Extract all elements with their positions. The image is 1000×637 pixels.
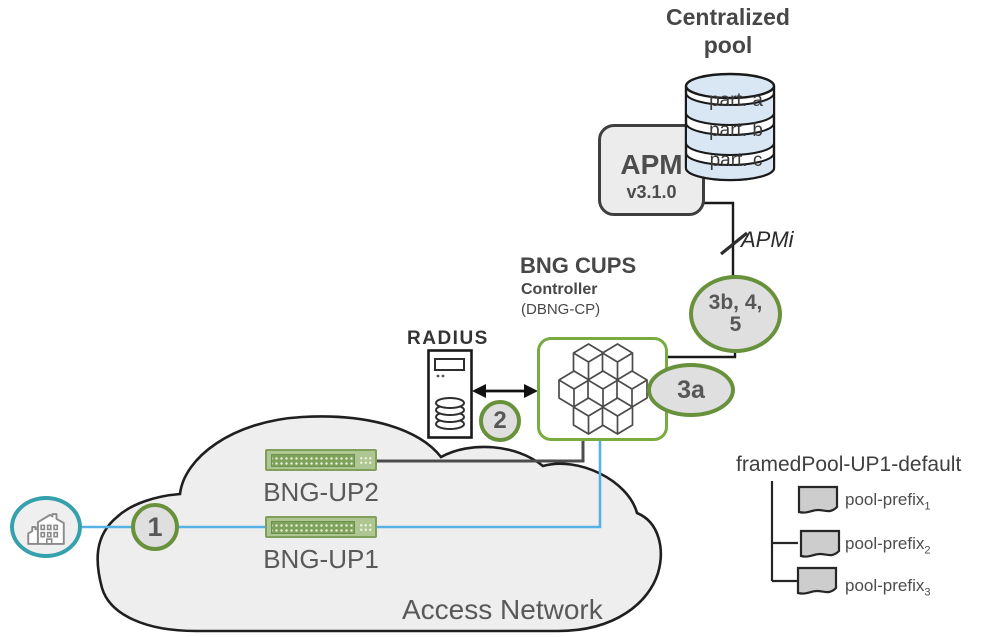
pool-prefix-doc-icon bbox=[796, 566, 838, 595]
controller-title: BNG CUPS bbox=[520, 253, 637, 278]
interface-slash-icon bbox=[719, 231, 749, 256]
building-icon bbox=[27, 513, 65, 545]
switch-uplink-ports bbox=[359, 523, 372, 532]
switch-uplink-ports bbox=[359, 456, 372, 465]
subscriber-session-line bbox=[78, 440, 602, 529]
pool-cylinder-icon bbox=[684, 72, 776, 182]
switch-bng-up2-icon bbox=[265, 449, 377, 471]
step-badge-3b45-label: 3b, 4, 5 bbox=[708, 290, 763, 336]
controller-designation: (DBNG-CP) bbox=[521, 301, 601, 318]
step-badge-1-label: 1 bbox=[147, 511, 163, 542]
pool-prefix-doc-icon bbox=[799, 529, 841, 558]
up2-uplink-line bbox=[374, 440, 585, 463]
step-badge-2: 2 bbox=[479, 400, 521, 442]
bng-up2-label: BNG-UP2 bbox=[263, 477, 379, 507]
step-badge-3a: 3a bbox=[647, 363, 735, 417]
switch-bng-up1-icon bbox=[265, 516, 377, 538]
centralized-pool-title: Centralized pool bbox=[666, 4, 790, 58]
pool-prefix-label: pool-prefix1 bbox=[845, 490, 931, 512]
apm-version: v3.1.0 bbox=[626, 182, 677, 202]
radius-double-arrow-icon bbox=[472, 384, 538, 398]
pool-prefix-label: pool-prefix2 bbox=[845, 534, 931, 556]
step-badge-3b45: 3b, 4, 5 bbox=[689, 275, 782, 353]
apm-interface-line bbox=[704, 201, 735, 277]
apm-name: APM bbox=[620, 149, 683, 180]
cloud-shape bbox=[96, 415, 663, 633]
bng-up1-label: BNG-UP1 bbox=[263, 544, 379, 574]
step-badge-1: 1 bbox=[131, 503, 179, 551]
pool-prefix-sub: 1 bbox=[924, 500, 931, 513]
pool-prefix-doc-icon bbox=[797, 485, 839, 514]
pool-partition-label: part. a bbox=[709, 90, 763, 111]
cubes-cluster-icon bbox=[557, 342, 648, 435]
switch-ports bbox=[271, 454, 355, 467]
pool-prefix-base: pool-prefix bbox=[845, 576, 925, 595]
radius-server-icon bbox=[427, 349, 473, 439]
pool-prefix-base: pool-prefix bbox=[845, 490, 925, 509]
access-network-label: Access Network bbox=[402, 594, 603, 625]
pool-tree-lines bbox=[770, 481, 798, 583]
framed-pool-title: framedPool-UP1-default bbox=[736, 453, 962, 476]
pool-prefix-sub: 2 bbox=[924, 544, 931, 557]
pool-partition-label: part. b bbox=[709, 120, 763, 141]
pool-partition-label: part. c bbox=[709, 150, 763, 171]
step-badge-2-label: 2 bbox=[493, 407, 507, 435]
apmi-label: APMi bbox=[741, 227, 794, 252]
controller-box bbox=[537, 337, 668, 441]
pool-prefix-sub: 3 bbox=[924, 586, 931, 599]
pool-prefix-label: pool-prefix3 bbox=[845, 576, 931, 598]
controller-subtitle: Controller bbox=[521, 281, 598, 298]
switch-ports bbox=[271, 521, 355, 534]
radius-label: RADIUS bbox=[407, 328, 489, 349]
step-badge-3a-label: 3a bbox=[677, 375, 705, 404]
pool-prefix-base: pool-prefix bbox=[845, 534, 925, 553]
subscriber-circle bbox=[10, 496, 82, 558]
